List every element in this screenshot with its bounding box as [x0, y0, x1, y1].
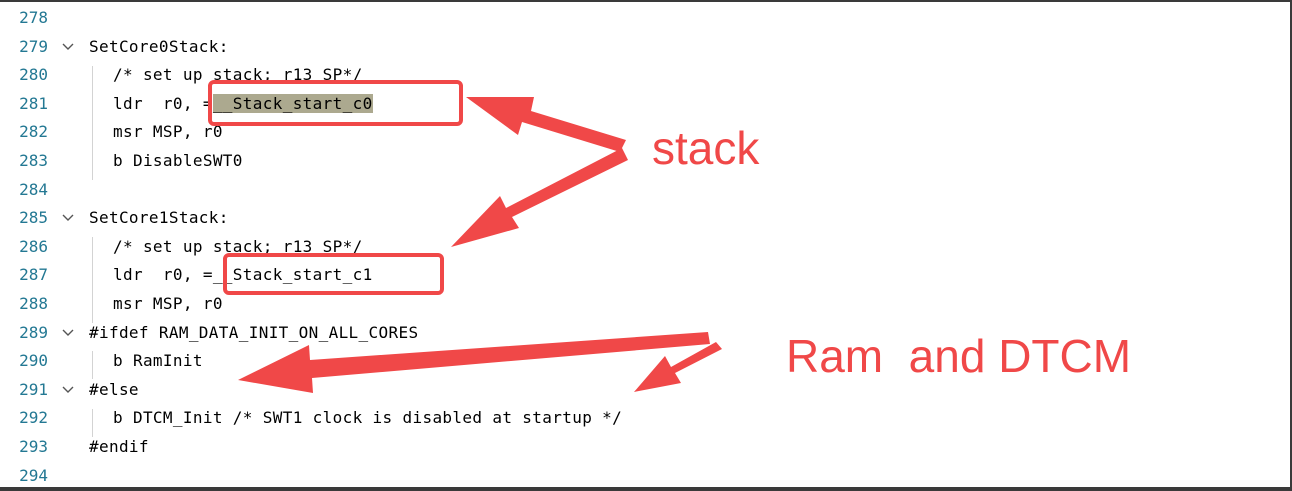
code-line[interactable]: 282 msr MSP, r0	[0, 118, 1288, 147]
code-line[interactable]: 279 SetCore0Stack:	[0, 33, 1288, 62]
preprocessor-text: #ifdef RAM_DATA_INIT_ON_ALL_CORES	[89, 322, 419, 342]
code-line[interactable]: 288 msr MSP, r0	[0, 290, 1288, 319]
line-number: 290	[19, 351, 48, 371]
highlight-box-stack-c1	[223, 253, 444, 295]
highlighted-symbol: __Stack_start_c0	[212, 93, 373, 113]
ram-dtcm-annotation-label: Ram and DTCM	[786, 330, 1132, 382]
line-number: 291	[19, 379, 48, 399]
code-line[interactable]: 286 /* set up stack; r13 SP*/	[0, 233, 1288, 262]
line-number: 288	[19, 294, 48, 313]
code-text: ldr r0, =__Stack_start_c0	[113, 90, 373, 119]
code-line[interactable]: 283 b DisableSWT0	[0, 147, 1288, 176]
line-number: 292	[19, 408, 48, 428]
chevron-down-icon[interactable]	[62, 204, 76, 233]
code-line[interactable]: 290 b RamInit	[0, 347, 1288, 376]
line-number: 280	[19, 65, 48, 85]
line-number: 285	[19, 208, 48, 228]
highlight-box-stack-c0	[208, 80, 463, 126]
code-text: msr MSP, r0	[113, 122, 223, 142]
code-line[interactable]: 281 ldr r0, =__Stack_start_c0	[0, 90, 1288, 119]
indent-guide	[92, 409, 93, 437]
chevron-down-icon[interactable]	[62, 319, 76, 348]
code-line[interactable]: 289 #ifdef RAM_DATA_INIT_ON_ALL_CORES	[0, 319, 1288, 348]
arrow-to-line-286	[451, 148, 628, 247]
code-line[interactable]: 292 b DTCM_Init /* SWT1 clock is disable…	[0, 404, 1288, 433]
chevron-down-icon[interactable]	[62, 376, 76, 405]
line-number: 279	[19, 36, 48, 56]
code-line[interactable]: 287 ldr r0, =__Stack_start_c1	[0, 261, 1288, 290]
line-number: 283	[19, 151, 48, 170]
comment-text: /* set up stack; r13 SP*/	[113, 236, 363, 256]
code-prefix: ldr r0, =	[113, 93, 213, 113]
indent-guide	[92, 351, 93, 379]
preprocessor-text: #else	[89, 379, 139, 399]
code-text: b DisableSWT0	[113, 151, 243, 170]
line-number: 282	[19, 122, 48, 142]
line-number: 278	[19, 8, 48, 27]
code-text: b RamInit	[113, 351, 203, 371]
label-text: SetCore1Stack:	[89, 208, 229, 228]
line-number: 293	[19, 437, 48, 456]
code-text: msr MSP, r0	[113, 294, 223, 313]
line-number: 294	[19, 465, 48, 485]
stack-annotation-label: stack	[652, 122, 760, 174]
line-number: 287	[19, 265, 48, 285]
code-line[interactable]: 280 /* set up stack; r13 SP*/	[0, 61, 1288, 90]
code-text: ldr r0, =__Stack_start_c1	[113, 265, 373, 285]
preprocessor-text: #endif	[89, 437, 149, 456]
line-number: 289	[19, 322, 48, 342]
code-editor[interactable]: 278 279 SetCore0Stack: 280 /* set up sta…	[0, 4, 1288, 485]
comment-text: /* set up stack; r13 SP*/	[113, 65, 363, 85]
code-line[interactable]: 285 SetCore1Stack:	[0, 204, 1288, 233]
line-number: 281	[19, 93, 48, 113]
chevron-down-icon[interactable]	[62, 33, 76, 62]
line-number: 286	[19, 236, 48, 256]
label-text: SetCore0Stack:	[89, 36, 229, 56]
code-line[interactable]: 293 #endif	[0, 433, 1288, 462]
code-text: b DTCM_Init /* SWT1 clock is disabled at…	[113, 408, 623, 428]
code-line[interactable]: 284	[0, 176, 1288, 205]
code-line[interactable]: 278	[0, 4, 1288, 33]
indent-guide	[92, 66, 93, 180]
line-number: 284	[19, 179, 48, 199]
arrow-to-line-281	[466, 97, 626, 152]
code-line[interactable]: 291 #else	[0, 376, 1288, 405]
code-line[interactable]: 294	[0, 462, 1288, 491]
arrow-to-line-290	[238, 332, 710, 393]
indent-guide	[92, 237, 93, 323]
arrow-to-line-292	[634, 342, 722, 392]
